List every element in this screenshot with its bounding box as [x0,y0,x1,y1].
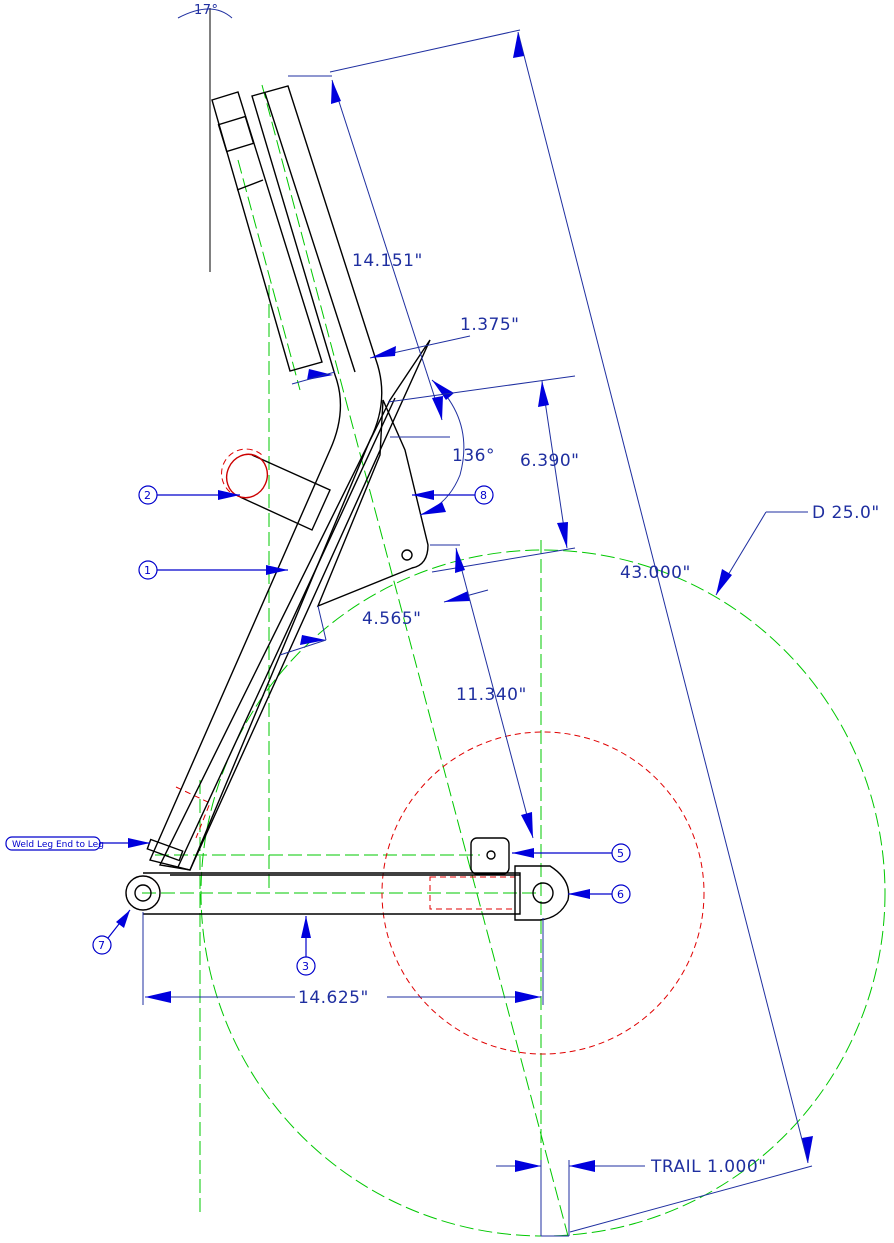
gusset-hole [401,549,413,561]
overall-arrow-bottom [802,1136,813,1163]
plate-offset-label: 4.565" [362,609,422,629]
balloon-3: 3 [296,916,316,976]
neck-arrow-bottom [420,502,446,515]
balloon-5: 5 [512,843,631,863]
plate-height-ext-bottom [431,547,576,573]
plate-height-dim-line [541,380,568,549]
tube-end-cap [221,448,263,493]
axle-hole [532,882,554,904]
hidden-lines [125,448,705,1055]
upper-leg-dim-line [331,79,443,421]
neck-angle-label: 136° [452,446,495,466]
offset-ext [291,371,336,385]
lower-fork-leg [143,872,521,915]
upper-leg-arrow-bottom [432,396,443,420]
brace-tube [239,454,331,531]
overall-dim-line [517,31,809,1164]
overall-arrow-top [513,32,524,58]
upper-leg-length-label: 14.151" [352,251,423,271]
axle-drop-dim-line [455,547,534,839]
overall-ext-bottom [569,1165,813,1233]
svg-text:6: 6 [617,888,624,901]
upper-leg-hidden-weld [175,786,211,839]
balloon-6: 6 [568,884,631,904]
top-stem-tube [211,91,323,372]
overall-length-label: 43.000" [620,563,691,583]
balloon-8: 8 [412,485,494,505]
plate-offset-leader-left [279,639,327,656]
weld-note-text: Weld Leg End to Leg [12,840,104,850]
lower-leg-label-bg [295,986,387,1006]
brake-rotor-circle [381,731,705,1055]
pivot-inner [134,884,152,902]
trail-label: TRAIL 1.000" [650,1157,767,1177]
stem-center-line [236,179,264,191]
upper-leg-arrow-top [331,80,341,104]
overall-ext-top [329,29,521,73]
callouts: Weld Leg End to Leg 1 2 3 5 [5,485,631,976]
plate-height-ext-top [387,375,576,403]
svg-text:1: 1 [144,564,151,577]
stem-knurl [217,115,255,153]
axle-drop-arrow-bottom [521,812,533,838]
plate-height-arrow-top [538,381,549,407]
neck-arrow-top [432,380,454,400]
fork-geometry [125,8,570,921]
svg-text:7: 7 [98,939,105,952]
plate-height-label: 6.390" [520,451,580,471]
offset-arrow-right [370,346,396,358]
svg-text:8: 8 [480,489,487,502]
svg-text:2: 2 [144,489,151,502]
steering-axis-line [261,84,569,1237]
plate-offset-arrow [444,591,470,602]
brace-tube-end [225,453,269,499]
svg-text:5: 5 [617,847,624,860]
centerlines [142,84,886,1237]
plate-offset-ext [317,605,327,641]
lower-leg-length-label: 14.625" [298,988,369,1008]
upper-leg-inner-edge [264,92,356,373]
offset-arrow-left [307,369,333,380]
stem-centerline [237,159,301,391]
svg-text:3: 3 [302,960,309,973]
plate-offset-arrow-left [300,635,326,645]
weld-note: Weld Leg End to Leg [5,836,150,851]
lower-leg-arrow-left [145,991,171,1003]
trail-arrow-right [569,1160,595,1172]
axle-drop-arrow-top [455,548,465,573]
weld-bead [146,838,184,862]
wheel-diameter-label: D 25.0" [812,503,880,523]
trail-arrow-left [515,1160,541,1172]
rake-angle-arc [177,8,233,19]
rear-leg-inner [177,397,396,868]
upper-fork-leg [149,85,383,871]
offset-label: 1.375" [460,315,520,335]
rear-leg [158,339,431,871]
rake-angle-label: 17° [194,3,219,18]
balloon-2: 2 [138,485,240,505]
axle-boss [514,865,570,921]
dimensions: 17° 43.000" 14.151" 1.375" 136° 6.390" [142,3,880,1237]
balloon-7: 7 [92,909,131,955]
shock-mount-tab [470,837,510,875]
gusset-plate [316,399,429,608]
shock-mount-hole [486,850,496,860]
balloon-1: 1 [138,560,288,580]
wheel-dia-arrow [716,569,732,595]
lower-leg-arrow-right [515,991,541,1003]
axle-drop-label: 11.340" [456,685,527,705]
plate-height-arrow-bottom [557,522,568,548]
pivot-outer [125,875,161,911]
